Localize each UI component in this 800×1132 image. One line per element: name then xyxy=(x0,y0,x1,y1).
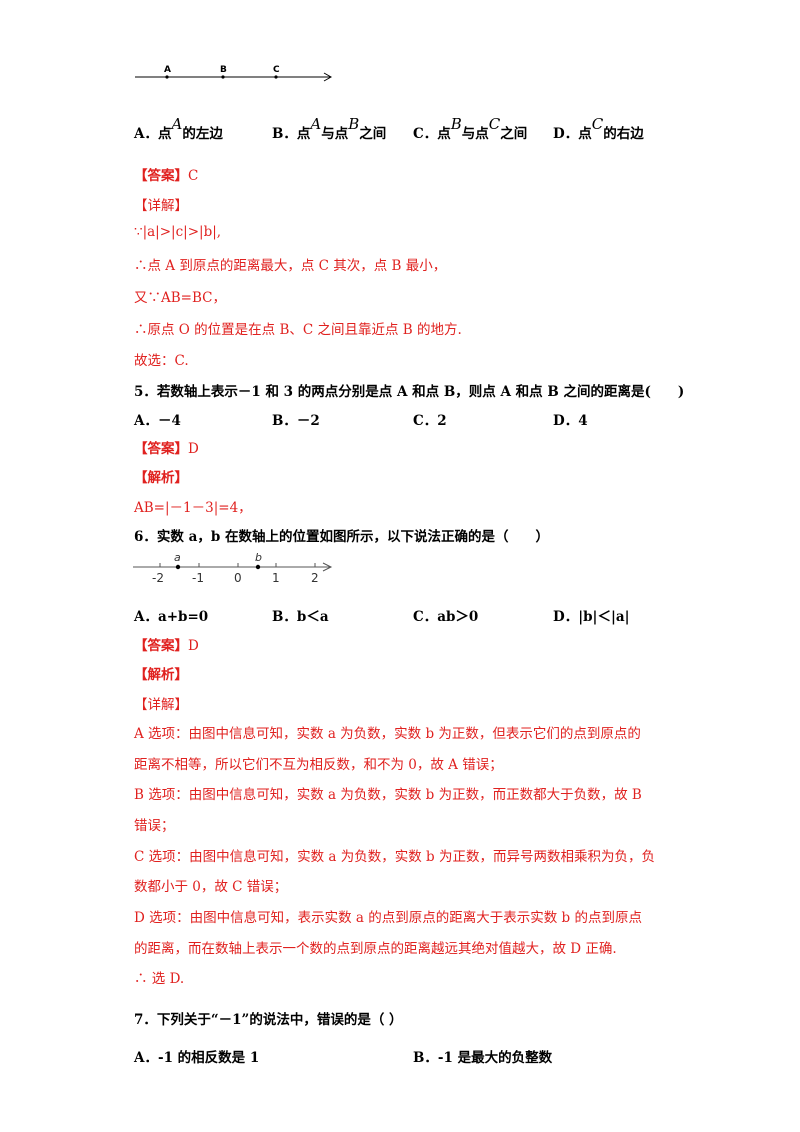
q5-option-a: A．－4 xyxy=(134,413,181,429)
q6-line-1: A 选项：由图中信息可知，实数 a 为负数，实数 b 为正数，但表示它们的点到原… xyxy=(134,726,641,742)
q4-option-d: D．点C的右边 xyxy=(553,115,644,142)
tick-label: 0 xyxy=(234,571,242,585)
q6-option-d: D．|b|＜|a| xyxy=(553,609,630,625)
q5-option-c: C．2 xyxy=(413,413,447,429)
q7-option-a: A．-1 的相反数是 1 xyxy=(134,1050,260,1066)
q6-line-4: 错误； xyxy=(134,818,175,834)
q6-line-8: 的距离，而在数轴上表示一个数的点到原点的距离越远其绝对值越大，故 D 正确. xyxy=(134,941,617,957)
q5-solution: AB=|－1－3|=4， xyxy=(134,500,252,516)
point-label-c: C xyxy=(273,65,280,75)
q6-detail-tag: 【详解】 xyxy=(134,697,188,713)
number-line-ab: a b -2 -1 0 1 2 xyxy=(133,551,333,585)
q5-option-b: B．－2 xyxy=(272,413,320,429)
q4-line-4: ∴原点 O 的位置是在点 B、C 之间且靠近点 B 的地方. xyxy=(134,322,462,338)
q4-detail-tag: 【详解】 xyxy=(134,198,188,214)
q5-stem: 5．若数轴上表示－1 和 3 的两点分别是点 A 和点 B，则点 A 和点 B … xyxy=(134,384,685,400)
q7-option-b: B．-1 是最大的负整数 xyxy=(413,1050,553,1066)
q6-answer: 【答案】D xyxy=(134,638,199,654)
q4-option-c: C．点B与点C之间 xyxy=(413,115,528,142)
q6-line-3: B 选项：由图中信息可知，实数 a 为负数，实数 b 为正数，而正数都大于负数，… xyxy=(134,787,642,803)
q5-analysis-tag: 【解析】 xyxy=(134,470,188,486)
number-line-abc: A B C xyxy=(135,65,333,82)
point-label-a: a xyxy=(174,551,181,564)
point-label-a: A xyxy=(164,65,171,75)
q6-stem: 6．实数 a，b 在数轴上的位置如图所示，以下说法正确的是（ ） xyxy=(134,529,549,545)
q6-line-9: ∴ 选 D. xyxy=(134,971,185,987)
q6-analysis-tag: 【解析】 xyxy=(134,667,188,683)
q6-option-a: A．a+b=0 xyxy=(134,609,209,625)
q4-line-5: 故选：C. xyxy=(134,353,189,369)
q7-stem: 7．下列关于“－1”的说法中，错误的是（ ） xyxy=(134,1012,403,1028)
q6-option-c: C．ab＞0 xyxy=(413,609,479,625)
q5-option-d: D．4 xyxy=(553,413,588,429)
q4-answer: 【答案】C xyxy=(134,168,199,184)
tick-label: -2 xyxy=(152,571,164,585)
q6-line-7: D 选项：由图中信息可知，表示实数 a 的点到原点的距离大于表示实数 b 的点到… xyxy=(134,910,642,926)
q6-option-b: B．b＜a xyxy=(272,609,329,625)
point-label-b: B xyxy=(220,65,227,75)
q4-line-3: 又∵AB=BC， xyxy=(134,290,226,306)
q4-line-2: ∴点 A 到原点的距离最大，点 C 其次，点 B 最小， xyxy=(134,258,447,274)
q6-line-2: 距离不相等，所以它们不互为相反数，和不为 0，故 A 错误； xyxy=(134,757,503,773)
tick-label: 1 xyxy=(272,571,280,585)
q4-option-b: B．点A与点B之间 xyxy=(272,115,387,142)
q5-answer: 【答案】D xyxy=(134,441,199,457)
tick-label: -1 xyxy=(192,571,204,585)
tick-label: 2 xyxy=(311,571,319,585)
q4-option-a: A．点A的左边 xyxy=(134,115,223,142)
q6-line-5: C 选项：由图中信息可知，实数 a 为负数，实数 b 为正数，而异号两数相乘积为… xyxy=(134,849,655,865)
q6-line-6: 数都小于 0，故 C 错误； xyxy=(134,879,288,895)
point-label-b: b xyxy=(255,551,262,564)
q4-line-1: ∵|a|>|c|>|b|, xyxy=(134,224,222,240)
